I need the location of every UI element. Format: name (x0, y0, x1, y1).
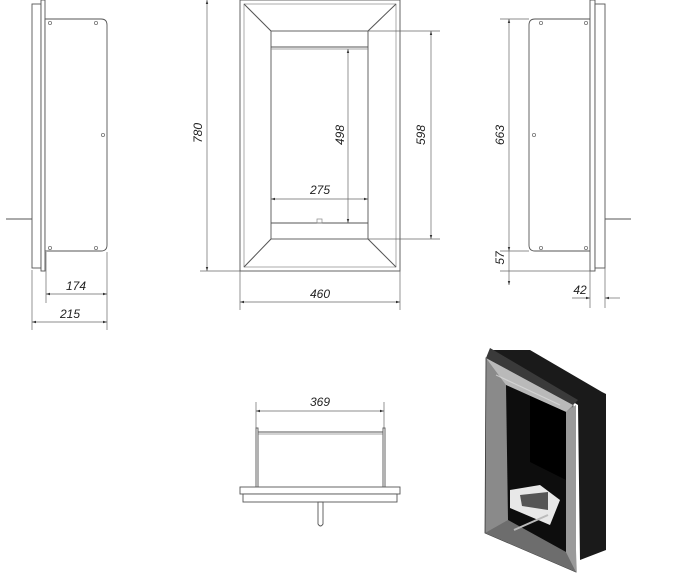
pipe (317, 501, 324, 527)
flange (31, 3, 42, 269)
dim-663: 663 (493, 125, 507, 145)
dim-215: 215 (59, 307, 80, 321)
dim-275: 275 (309, 183, 330, 197)
frame-edge (40, 0, 46, 272)
fireplace-3d-render (484, 348, 606, 573)
dim-57: 57 (493, 250, 507, 265)
front-plate (239, 486, 401, 495)
opening (270, 30, 369, 240)
bottom-view: 369 (239, 395, 401, 527)
dim-780: 780 (191, 123, 205, 143)
dim-42: 42 (573, 283, 587, 297)
dim-598: 598 (414, 125, 428, 145)
dim-460: 460 (310, 287, 330, 301)
right-side-view: 663 57 42 (493, 0, 631, 308)
body-outline (44, 18, 108, 252)
dim-174: 174 (66, 279, 86, 293)
body-outline (528, 18, 591, 252)
left-side-view: 174 215 (6, 0, 108, 330)
dim-498: 498 (333, 125, 347, 145)
dim-369: 369 (310, 395, 330, 409)
front-view: 780 598 498 275 460 (191, 0, 440, 310)
